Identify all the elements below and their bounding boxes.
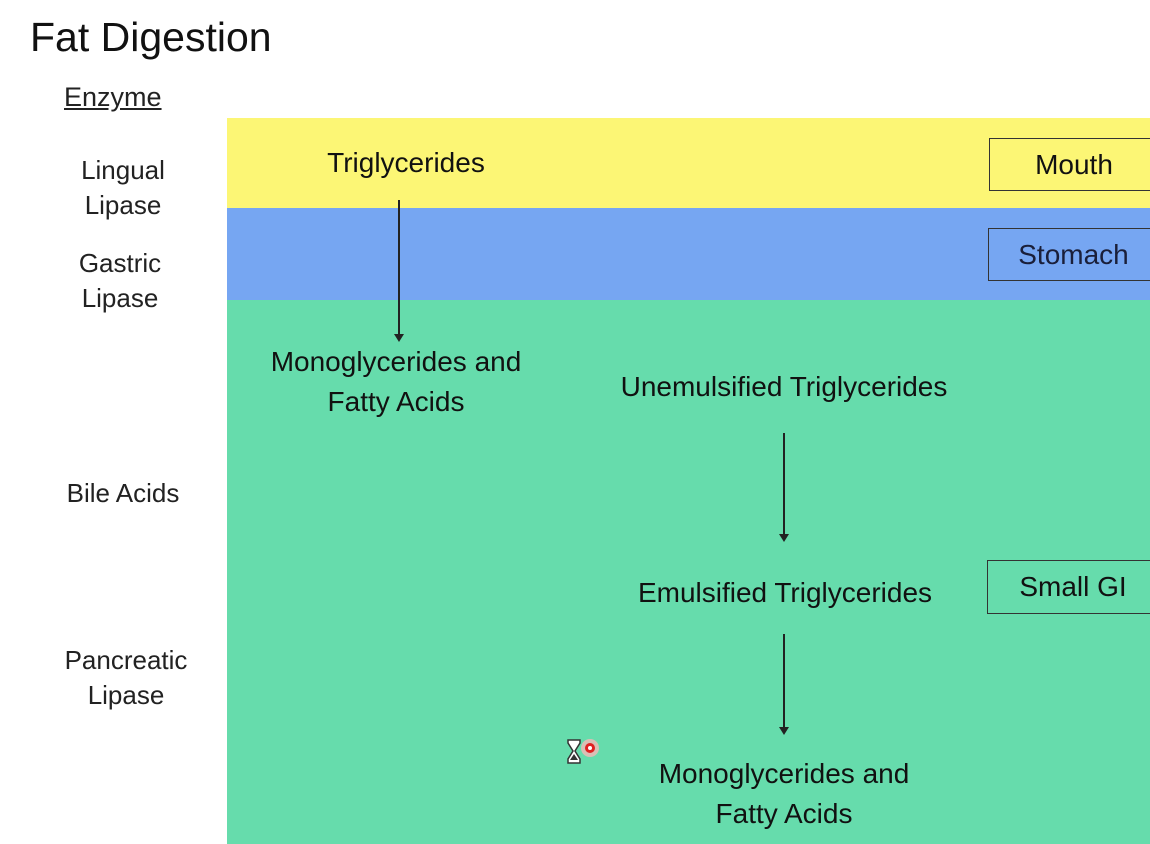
flow-triglycerides: Triglycerides	[327, 147, 485, 178]
flow-emulsified-triglycerides: Emulsified Triglycerides	[637, 577, 933, 608]
enzyme-bile-acids: Bile Acids	[66, 478, 180, 508]
flow-monoglycerides-fatty-acids-1: Monoglycerides and Fatty Acids	[240, 342, 552, 422]
enzyme-label-line: Lipase	[87, 680, 165, 710]
busy-cursor-icon	[567, 739, 599, 764]
flow-label-line: Monoglycerides and	[270, 346, 522, 377]
enzyme-label-line: Lipase	[84, 190, 162, 220]
location-stomach-box: Stomach	[988, 228, 1150, 281]
small-gi-band	[227, 300, 1150, 844]
enzyme-pancreatic-lipase: Pancreatic Lipase	[41, 643, 211, 713]
enzyme-column-header: Enzyme	[64, 82, 162, 112]
location-small-gi-box: Small GI	[987, 560, 1150, 614]
flow-label-line: Fatty Acids	[715, 798, 853, 829]
page-title: Fat Digestion	[30, 14, 272, 60]
location-mouth-box: Mouth	[989, 138, 1150, 191]
enzyme-label-line: Lipase	[81, 283, 159, 313]
enzyme-label-line: Pancreatic	[64, 645, 188, 675]
flow-label-line: Fatty Acids	[327, 386, 465, 417]
enzyme-label-line: Lingual	[81, 155, 165, 185]
arrow-emulsified-to-monoglycerides	[779, 634, 789, 735]
flow-label-line: Monoglycerides and	[658, 758, 910, 789]
arrow-unemulsified-to-emulsified	[779, 433, 789, 542]
flow-monoglycerides-fatty-acids-2: Monoglycerides and Fatty Acids	[628, 754, 940, 834]
mouth-band	[227, 118, 1150, 208]
enzyme-lingual-lipase: Lingual Lipase	[38, 153, 208, 223]
enzyme-label-line: Gastric	[78, 248, 162, 278]
enzyme-gastric-lipase: Gastric Lipase	[35, 246, 205, 316]
flow-unemulsified-triglycerides: Unemulsified Triglycerides	[620, 371, 948, 402]
arrow-triglycerides-to-monoglycerides	[394, 200, 404, 342]
stomach-band	[227, 208, 1150, 300]
